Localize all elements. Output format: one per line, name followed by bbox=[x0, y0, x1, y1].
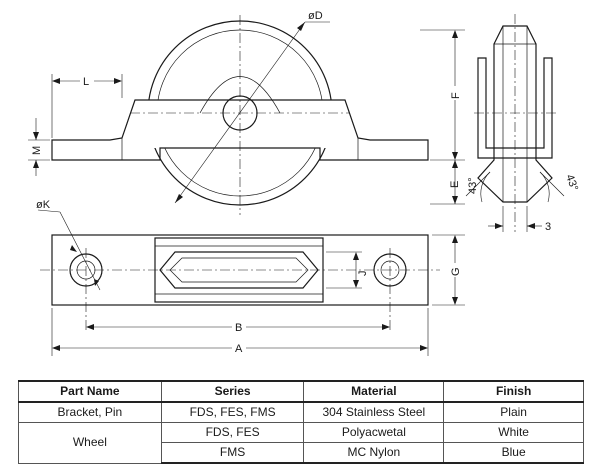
dim-d-label: øD bbox=[308, 10, 323, 22]
header-finish: Finish bbox=[443, 380, 584, 403]
cell-part: Bracket, Pin bbox=[18, 401, 162, 423]
cell-material: MC Nylon bbox=[303, 442, 445, 464]
dim-k-label: øK bbox=[36, 199, 51, 211]
cell-finish: Plain bbox=[443, 401, 584, 423]
dim-f-label: F bbox=[450, 92, 462, 99]
dim-3-label: 3 bbox=[545, 221, 551, 233]
header-part-name: Part Name bbox=[18, 380, 162, 403]
table-row: Bracket, Pin FDS, FES, FMS 304 Stainless… bbox=[18, 401, 584, 423]
dim-a-label: A bbox=[235, 343, 243, 355]
cell-series: FDS, FES bbox=[160, 422, 305, 443]
dim-b-label: B bbox=[235, 322, 242, 334]
table-row: FMS MC Nylon Blue bbox=[19, 442, 584, 464]
dim-l-label: L bbox=[83, 76, 89, 88]
front-view: øD L M bbox=[28, 10, 429, 215]
dim-m-label: M bbox=[31, 146, 43, 155]
table-header-row: Part Name Series Material Finish bbox=[18, 380, 584, 403]
side-view: F E 43° 43° 3 bbox=[420, 14, 580, 233]
dim-j-label: J bbox=[357, 271, 369, 277]
top-view: øK J G B A bbox=[36, 199, 465, 356]
cell-material: Polyacwetal bbox=[303, 422, 445, 443]
dim-g-label: G bbox=[450, 267, 462, 276]
header-series: Series bbox=[160, 380, 305, 403]
bracket-outline bbox=[51, 99, 429, 161]
cell-finish: White bbox=[443, 422, 584, 443]
dim-e-label: E bbox=[449, 181, 461, 188]
cell-finish: Blue bbox=[443, 442, 584, 464]
table-row: Wheel FDS, FES Polyacwetal White bbox=[18, 422, 584, 464]
cell-series: FMS bbox=[160, 442, 305, 464]
cell-material: 304 Stainless Steel bbox=[303, 401, 445, 423]
cell-part: Wheel bbox=[18, 422, 162, 464]
cell-series: FDS, FES, FMS bbox=[160, 401, 305, 423]
technical-drawing: øD L M F bbox=[28, 10, 580, 356]
spec-table: Part Name Series Material Finish Bracket… bbox=[18, 380, 584, 464]
dim-angle-left-label: 43° bbox=[467, 177, 479, 194]
header-material: Material bbox=[303, 380, 445, 403]
dim-angle-right-label: 43° bbox=[563, 173, 580, 193]
